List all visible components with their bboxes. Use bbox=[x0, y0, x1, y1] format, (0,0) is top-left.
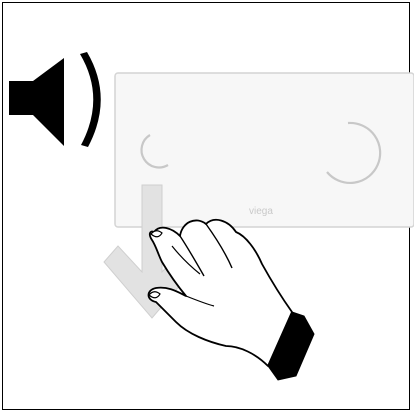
hand-press-icon bbox=[149, 220, 315, 380]
speaker-sound-icon bbox=[9, 52, 101, 147]
sound-wave-icon bbox=[80, 52, 101, 147]
thumbnail bbox=[149, 292, 160, 298]
speaker-cone bbox=[33, 58, 64, 146]
panel-brand-label: viega bbox=[249, 206, 273, 217]
hand-outline bbox=[149, 220, 293, 366]
fingernail bbox=[151, 231, 162, 237]
speaker-box bbox=[9, 81, 33, 115]
